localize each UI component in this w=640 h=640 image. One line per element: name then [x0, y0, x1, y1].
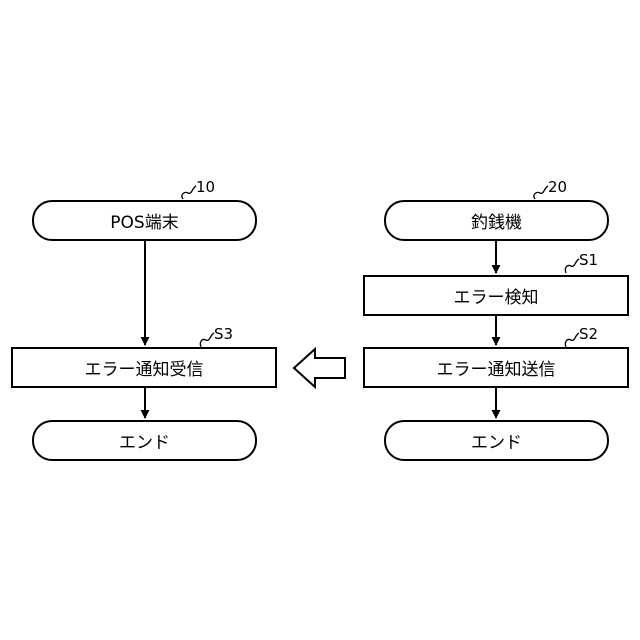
- ref-label-10: 10: [196, 179, 215, 195]
- step-s1-label: エラー検知: [454, 283, 539, 308]
- end-left: エンド: [32, 420, 257, 461]
- ref-label-s3: S3: [214, 326, 233, 342]
- step-s3-label: エラー通知受信: [85, 355, 204, 380]
- change-machine-start: 釣銭機: [384, 200, 609, 241]
- ref-label-s2: S2: [579, 326, 598, 342]
- step-s3-error-notification-receive: エラー通知受信: [11, 347, 277, 388]
- change-machine-label: 釣銭機: [471, 208, 522, 233]
- pos-terminal-start: POS端末: [32, 200, 257, 241]
- end-right: エンド: [384, 420, 609, 461]
- step-s2-error-notification-send: エラー通知送信: [363, 347, 629, 388]
- leader-s1: [565, 259, 579, 273]
- pos-terminal-label: POS端末: [110, 208, 178, 233]
- end-left-label: エンド: [119, 428, 170, 453]
- hollow-left-arrow: [294, 349, 345, 387]
- ref-label-20: 20: [548, 179, 567, 195]
- step-s1-error-detection: エラー検知: [363, 275, 629, 316]
- leader-s2: [565, 333, 579, 347]
- end-right-label: エンド: [471, 428, 522, 453]
- leader-10: [182, 186, 196, 199]
- step-s2-label: エラー通知送信: [437, 355, 556, 380]
- leader-s3: [200, 333, 214, 347]
- ref-label-s1: S1: [579, 252, 598, 268]
- leader-20: [534, 186, 548, 199]
